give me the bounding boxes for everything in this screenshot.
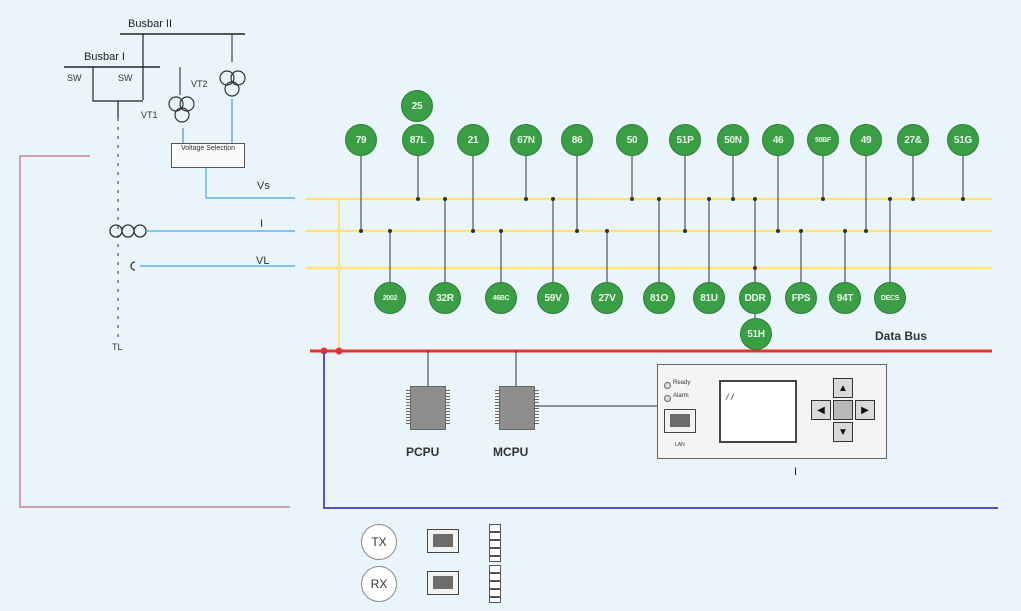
- function-46bc[interactable]: 46BC: [485, 282, 517, 314]
- tx-terminal: [489, 524, 501, 562]
- function-79[interactable]: 79: [345, 124, 377, 156]
- function-junction: [821, 197, 825, 201]
- function-25[interactable]: 25: [401, 90, 433, 122]
- sw-left-label: SW: [67, 73, 82, 83]
- busbar-1-label: Busbar I: [84, 51, 125, 63]
- function-junction: [524, 197, 528, 201]
- function-94t[interactable]: 94T: [829, 282, 861, 314]
- function-junction: [753, 266, 757, 270]
- vt1-label: VT1: [141, 110, 158, 120]
- function-50bf[interactable]: 50BF: [807, 124, 839, 156]
- vs-label: Vs: [257, 180, 270, 192]
- function-46[interactable]: 46: [762, 124, 794, 156]
- hmi-panel: Ready Alarm LAN / / ▲ ◀ ▶ ▼: [657, 364, 887, 459]
- mcpu-label: MCPU: [493, 445, 529, 459]
- function-junction: [776, 229, 780, 233]
- voltage-selection-box: Voltage Selection: [171, 143, 245, 168]
- function-87l[interactable]: 87L: [402, 124, 434, 156]
- function-junction: [657, 197, 661, 201]
- pcpu-chip: [406, 386, 450, 430]
- function-49[interactable]: 49: [850, 124, 882, 156]
- function-ddr[interactable]: DDR: [739, 282, 771, 314]
- function-junction: [961, 197, 965, 201]
- function-junction: [864, 229, 868, 233]
- rx-port: [427, 571, 459, 595]
- comm-loop: [323, 351, 998, 509]
- function-51p[interactable]: 51P: [669, 124, 701, 156]
- function-junction: [799, 229, 803, 233]
- function-junction: [911, 197, 915, 201]
- function-81o[interactable]: 81O: [643, 282, 675, 314]
- function-junction: [443, 197, 447, 201]
- mcpu-chip: [495, 386, 539, 430]
- function-junction: [388, 229, 392, 233]
- function-27v[interactable]: 27V: [591, 282, 623, 314]
- port-label: LAN: [675, 442, 685, 448]
- function-junction: [630, 197, 634, 201]
- rx-terminal: [489, 565, 501, 603]
- function-junction: [551, 197, 555, 201]
- function-junction: [888, 197, 892, 201]
- enter-button[interactable]: [833, 400, 853, 420]
- function-junction: [359, 229, 363, 233]
- function-59v[interactable]: 59V: [537, 282, 569, 314]
- tx-button[interactable]: TX: [361, 524, 397, 560]
- sw-right-label: SW: [118, 73, 133, 83]
- vt1-symbol: [168, 96, 195, 123]
- busbar-2-label: Busbar II: [128, 18, 173, 30]
- function-50[interactable]: 50: [616, 124, 648, 156]
- hmi-screen: / /: [719, 380, 797, 443]
- hmi-port[interactable]: [664, 409, 696, 433]
- screen-text: / /: [726, 392, 734, 402]
- function-81u[interactable]: 81U: [693, 282, 725, 314]
- trip-loop: [19, 155, 290, 508]
- data-bus-label: Data Bus: [875, 329, 928, 343]
- function-junction: [575, 229, 579, 233]
- function-junction: [416, 197, 420, 201]
- function-50n[interactable]: 50N: [717, 124, 749, 156]
- function-junction: [683, 229, 687, 233]
- function-67n[interactable]: 67N: [510, 124, 542, 156]
- function-junction: [707, 197, 711, 201]
- function-2002[interactable]: 2002: [374, 282, 406, 314]
- function-51g[interactable]: 51G: [947, 124, 979, 156]
- down-button[interactable]: ▼: [833, 422, 853, 442]
- function-junction: [731, 197, 735, 201]
- tl-label: TL: [112, 342, 123, 352]
- function-27[interactable]: 27&: [897, 124, 929, 156]
- function-junction: [471, 229, 475, 233]
- up-button[interactable]: ▲: [833, 378, 853, 398]
- rx-button[interactable]: RX: [361, 566, 397, 602]
- function-32r[interactable]: 32R: [429, 282, 461, 314]
- alarm-label: Alarm: [673, 393, 689, 399]
- i-label: I: [260, 218, 264, 230]
- function-21[interactable]: 21: [457, 124, 489, 156]
- vt2-label: VT2: [191, 79, 208, 89]
- function-fps[interactable]: FPS: [785, 282, 817, 314]
- function-junction: [753, 197, 757, 201]
- vl-label: VL: [256, 255, 270, 267]
- function-51h[interactable]: 51H: [740, 318, 772, 350]
- ct-symbol: [109, 224, 147, 238]
- pcpu-label: PCPU: [406, 445, 440, 459]
- ready-label: Ready: [673, 380, 691, 386]
- function-junction: [843, 229, 847, 233]
- function-junction: [605, 229, 609, 233]
- function-decs[interactable]: DECS: [874, 282, 906, 314]
- right-button[interactable]: ▶: [855, 400, 875, 420]
- function-junction: [499, 229, 503, 233]
- function-86[interactable]: 86: [561, 124, 593, 156]
- left-button[interactable]: ◀: [811, 400, 831, 420]
- ready-led: [664, 382, 671, 389]
- alarm-led: [664, 395, 671, 402]
- panel-caption: I: [794, 466, 798, 478]
- vt2-symbol: [219, 70, 246, 97]
- tx-port: [427, 529, 459, 553]
